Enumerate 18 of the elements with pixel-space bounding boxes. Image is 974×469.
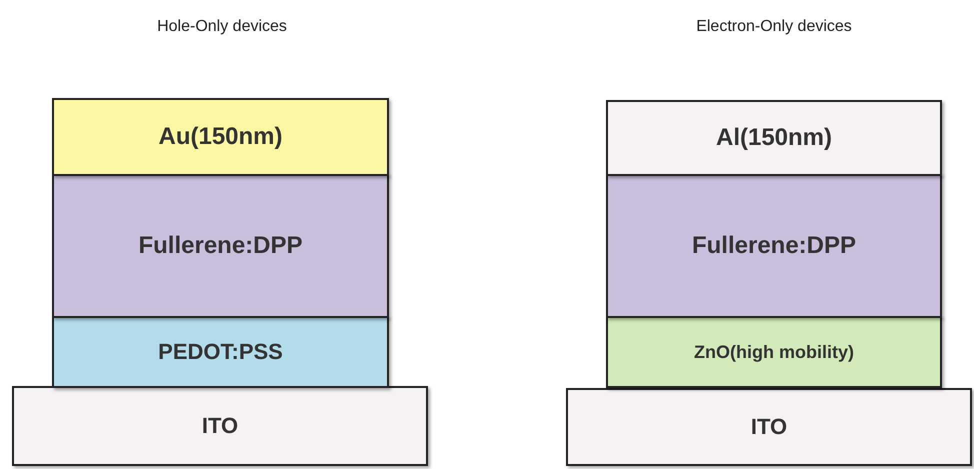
layer-label: Fullerene:DPP [692, 232, 856, 260]
stack-heading: Hole-Only devices [157, 18, 287, 36]
layer-box [606, 100, 942, 176]
layer-box [52, 316, 389, 388]
layer-box [566, 388, 972, 466]
layer-box [52, 174, 389, 318]
layer-label: Al(150nm) [716, 124, 832, 152]
layer-box [52, 98, 389, 176]
layer-box [606, 174, 942, 318]
layer-box [606, 316, 942, 388]
layer-box [12, 386, 428, 466]
layer-label: ITO [750, 414, 788, 440]
layer-label: ZnO(high mobility) [694, 342, 854, 362]
layer-label: Fullerene:DPP [138, 232, 303, 260]
stack-heading: Electron-Only devices [696, 18, 852, 36]
layer-label: PEDOT:PSS [158, 339, 283, 365]
layer-label: Au(150nm) [158, 123, 283, 151]
layer-label: ITO [202, 413, 238, 439]
